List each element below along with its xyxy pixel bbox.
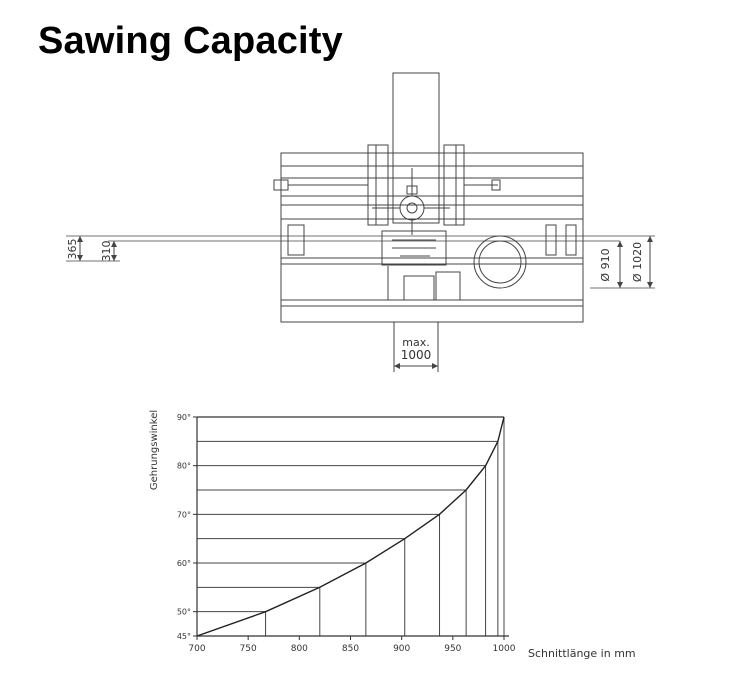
x-tick-label: 800 bbox=[291, 644, 308, 654]
capacity-curve bbox=[196, 416, 505, 637]
dim-365-label: 365 bbox=[66, 239, 79, 260]
y-tick-label: 60° bbox=[177, 559, 191, 568]
dim-310-label: 310 bbox=[100, 241, 113, 262]
machine-table bbox=[280, 218, 584, 323]
y-tick-label: 50° bbox=[177, 608, 191, 617]
max-value-label: 1000 bbox=[401, 348, 432, 362]
x-tick-label: 700 bbox=[188, 644, 205, 654]
saw-blade bbox=[381, 230, 447, 266]
y-tick-label: 90° bbox=[177, 413, 191, 422]
x-tick-label: 950 bbox=[444, 644, 461, 654]
machine-front-view-drawing: 365 310 Ø 910 Ø 1020 max. 1000 bbox=[66, 72, 655, 372]
x-tick-label: 850 bbox=[342, 644, 359, 654]
y-tick-label: 70° bbox=[177, 510, 191, 519]
y-tick-label: 80° bbox=[177, 462, 191, 471]
page-title: Sawing Capacity bbox=[38, 20, 343, 62]
dim-1020-label: Ø 1020 bbox=[631, 242, 644, 282]
max-label: max. bbox=[402, 336, 429, 349]
x-tick-label: 900 bbox=[393, 644, 410, 654]
dim-910-label: Ø 910 bbox=[599, 248, 612, 281]
x-tick-label: 750 bbox=[240, 644, 257, 654]
y-axis-label: Gehrungswinkel bbox=[149, 410, 160, 490]
saw-column bbox=[392, 72, 440, 224]
x-axis-label: Schnittlänge in mm bbox=[528, 647, 636, 660]
saw-head-icon bbox=[372, 168, 450, 235]
y-tick-label: 45° bbox=[177, 632, 191, 641]
x-tick-label: 1000 bbox=[493, 644, 516, 654]
